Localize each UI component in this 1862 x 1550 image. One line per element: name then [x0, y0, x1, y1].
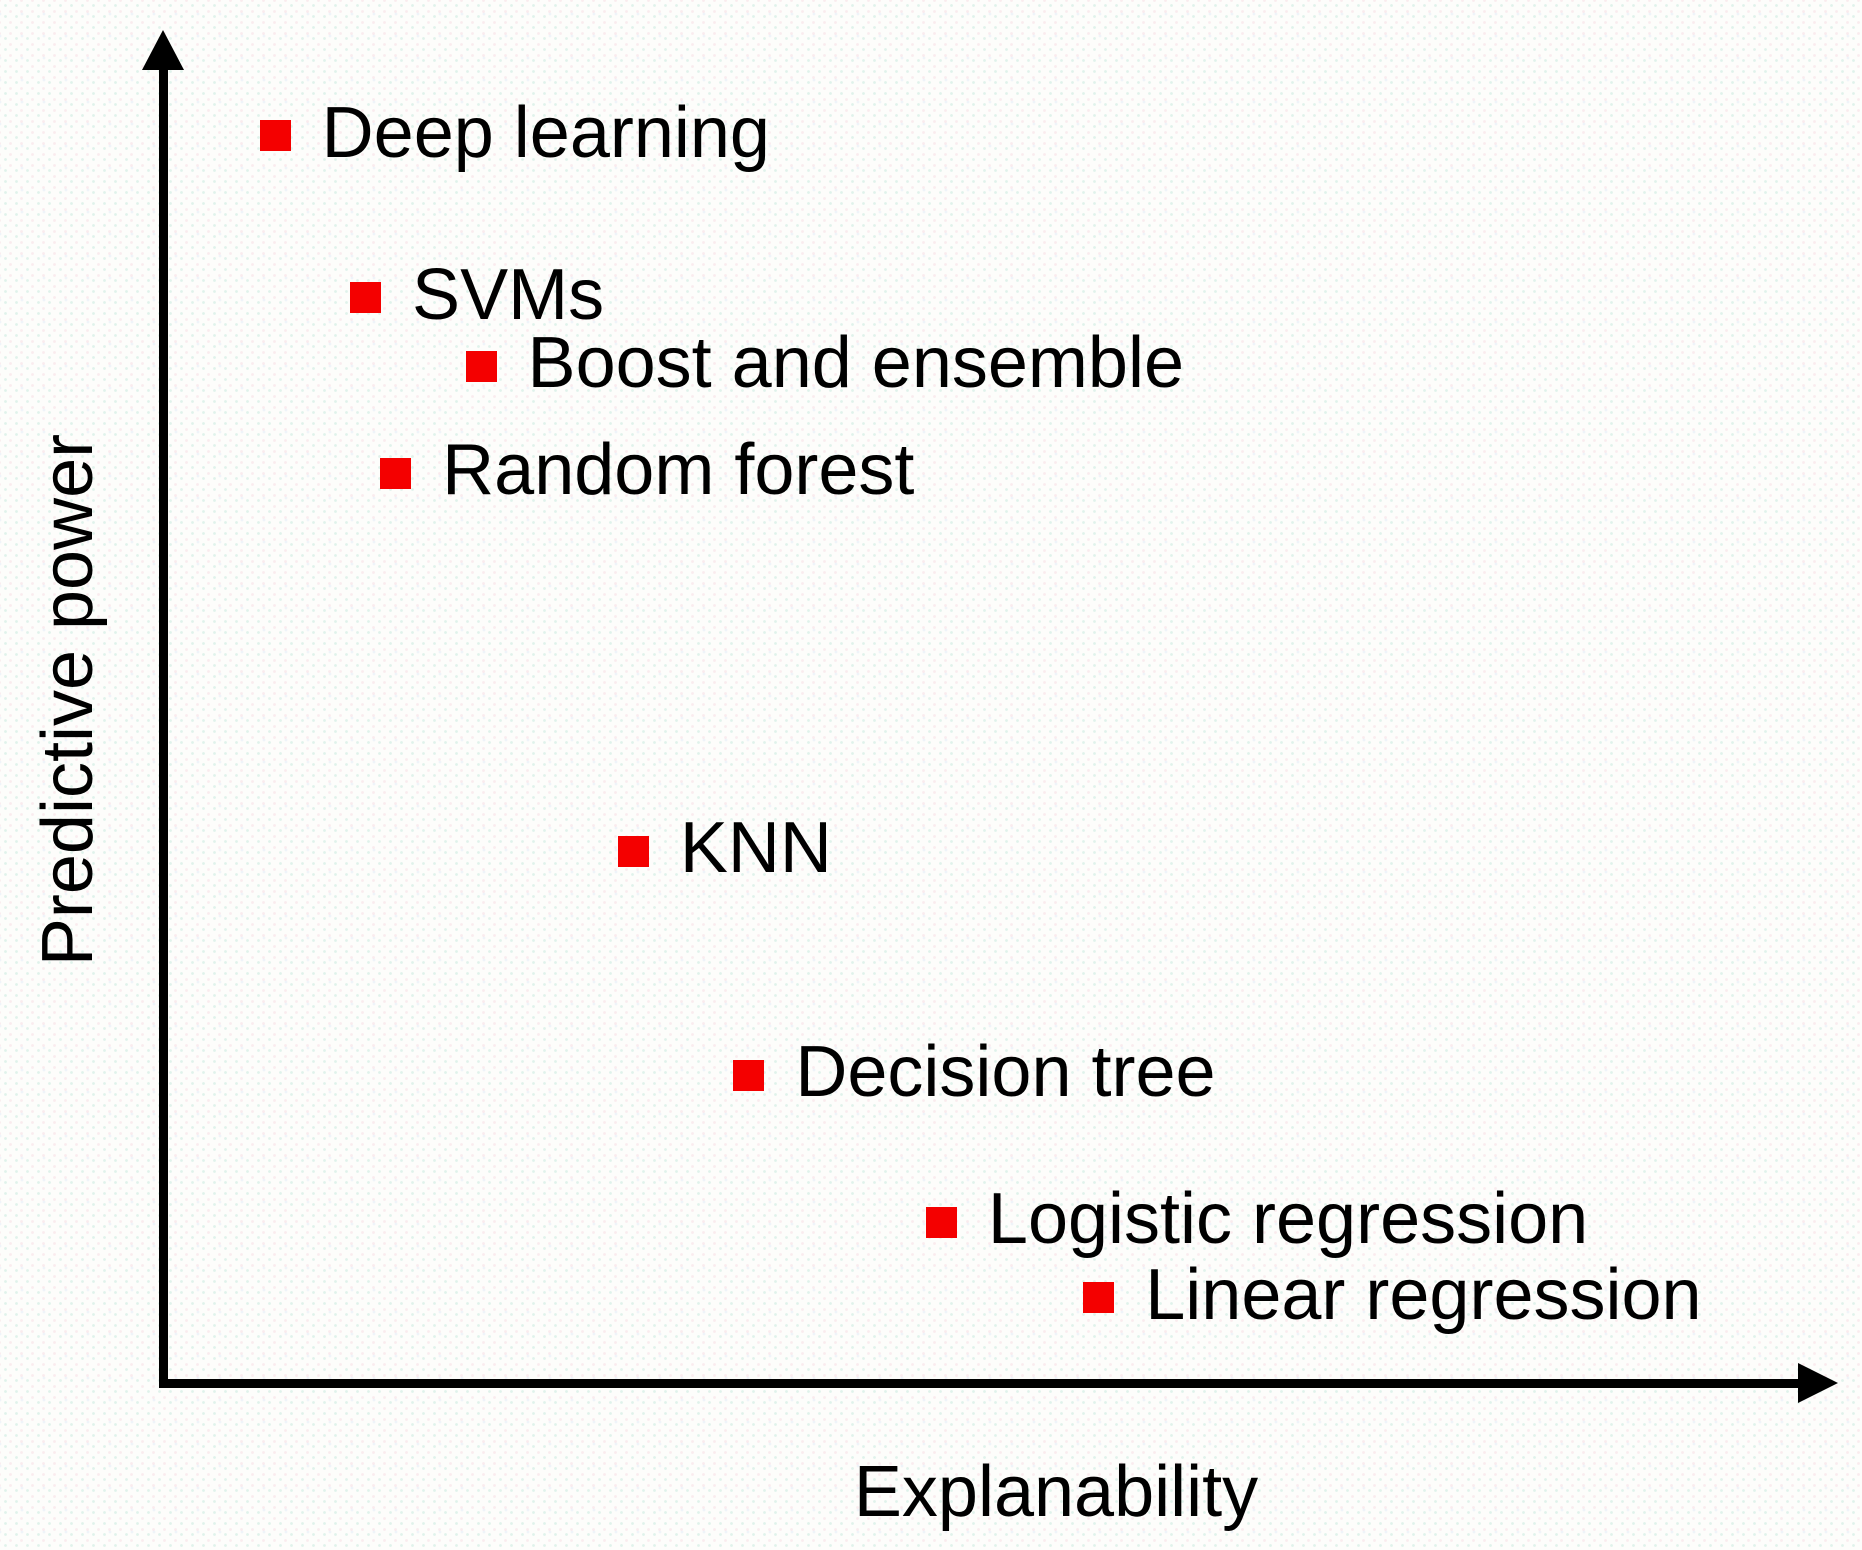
point-marker — [465, 350, 497, 382]
point-marker — [733, 1059, 765, 1091]
data-point-decision-tree: Decision tree — [733, 1036, 1216, 1108]
point-label: Deep learning — [321, 92, 770, 173]
y-axis-line — [159, 60, 168, 1388]
point-label: Linear regression — [1145, 1254, 1702, 1335]
point-marker — [925, 1206, 957, 1238]
point-label: KNN — [679, 808, 832, 889]
data-point-svms: SVMs — [350, 259, 604, 331]
y-axis-arrowhead-icon — [142, 30, 184, 70]
data-point-deep-learning: Deep learning — [259, 97, 770, 169]
point-label: Decision tree — [795, 1032, 1216, 1113]
x-axis-line — [159, 1379, 1804, 1388]
point-marker — [259, 120, 291, 152]
x-axis-label: Explanability — [853, 1452, 1259, 1532]
y-axis-label: Predictive power — [28, 433, 108, 967]
point-label: Random forest — [442, 430, 915, 511]
data-point-linear-regression: Linear regression — [1083, 1259, 1702, 1331]
point-marker — [380, 457, 412, 489]
data-point-logistic-regression: Logistic regression — [925, 1183, 1588, 1255]
data-point-knn: KNN — [617, 812, 832, 884]
point-label: SVMs — [412, 254, 605, 335]
point-marker — [350, 282, 382, 314]
data-point-random-forest: Random forest — [380, 434, 914, 506]
point-marker — [617, 835, 649, 867]
point-marker — [1083, 1282, 1115, 1314]
point-label: Boost and ensemble — [527, 323, 1184, 404]
data-point-boost-and-ensemble: Boost and ensemble — [465, 327, 1184, 399]
point-label: Logistic regression — [987, 1179, 1589, 1260]
x-axis-arrowhead-icon — [1798, 1363, 1838, 1403]
